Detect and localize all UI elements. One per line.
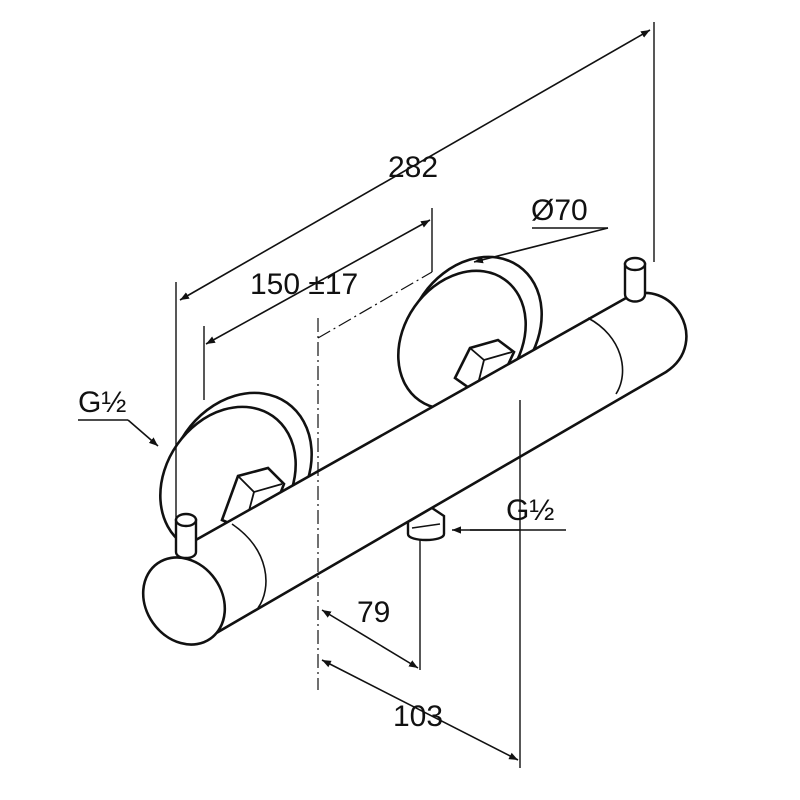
left-pin bbox=[174, 512, 198, 560]
dim-line-70 bbox=[473, 227, 609, 264]
dim-line-150 bbox=[205, 219, 431, 345]
label-escutcheon-diameter: Ø70 bbox=[531, 194, 588, 227]
leader-g12-left-arrow bbox=[127, 419, 159, 447]
label-thread-outlet: G½ bbox=[506, 494, 555, 527]
top-pin bbox=[623, 256, 647, 303]
label-overall-length: 282 bbox=[388, 151, 439, 184]
label-offset-103: 103 bbox=[393, 700, 444, 733]
dim-line-79 bbox=[321, 609, 419, 669]
mixer-body bbox=[141, 291, 688, 646]
dimension-lines bbox=[78, 29, 651, 761]
bottom-outlet bbox=[406, 506, 446, 542]
label-offset-79: 79 bbox=[357, 596, 391, 629]
dim-line-103 bbox=[321, 659, 519, 761]
label-center-distance: 150 ±17 bbox=[250, 268, 359, 301]
label-thread-inlet: G½ bbox=[78, 386, 127, 419]
